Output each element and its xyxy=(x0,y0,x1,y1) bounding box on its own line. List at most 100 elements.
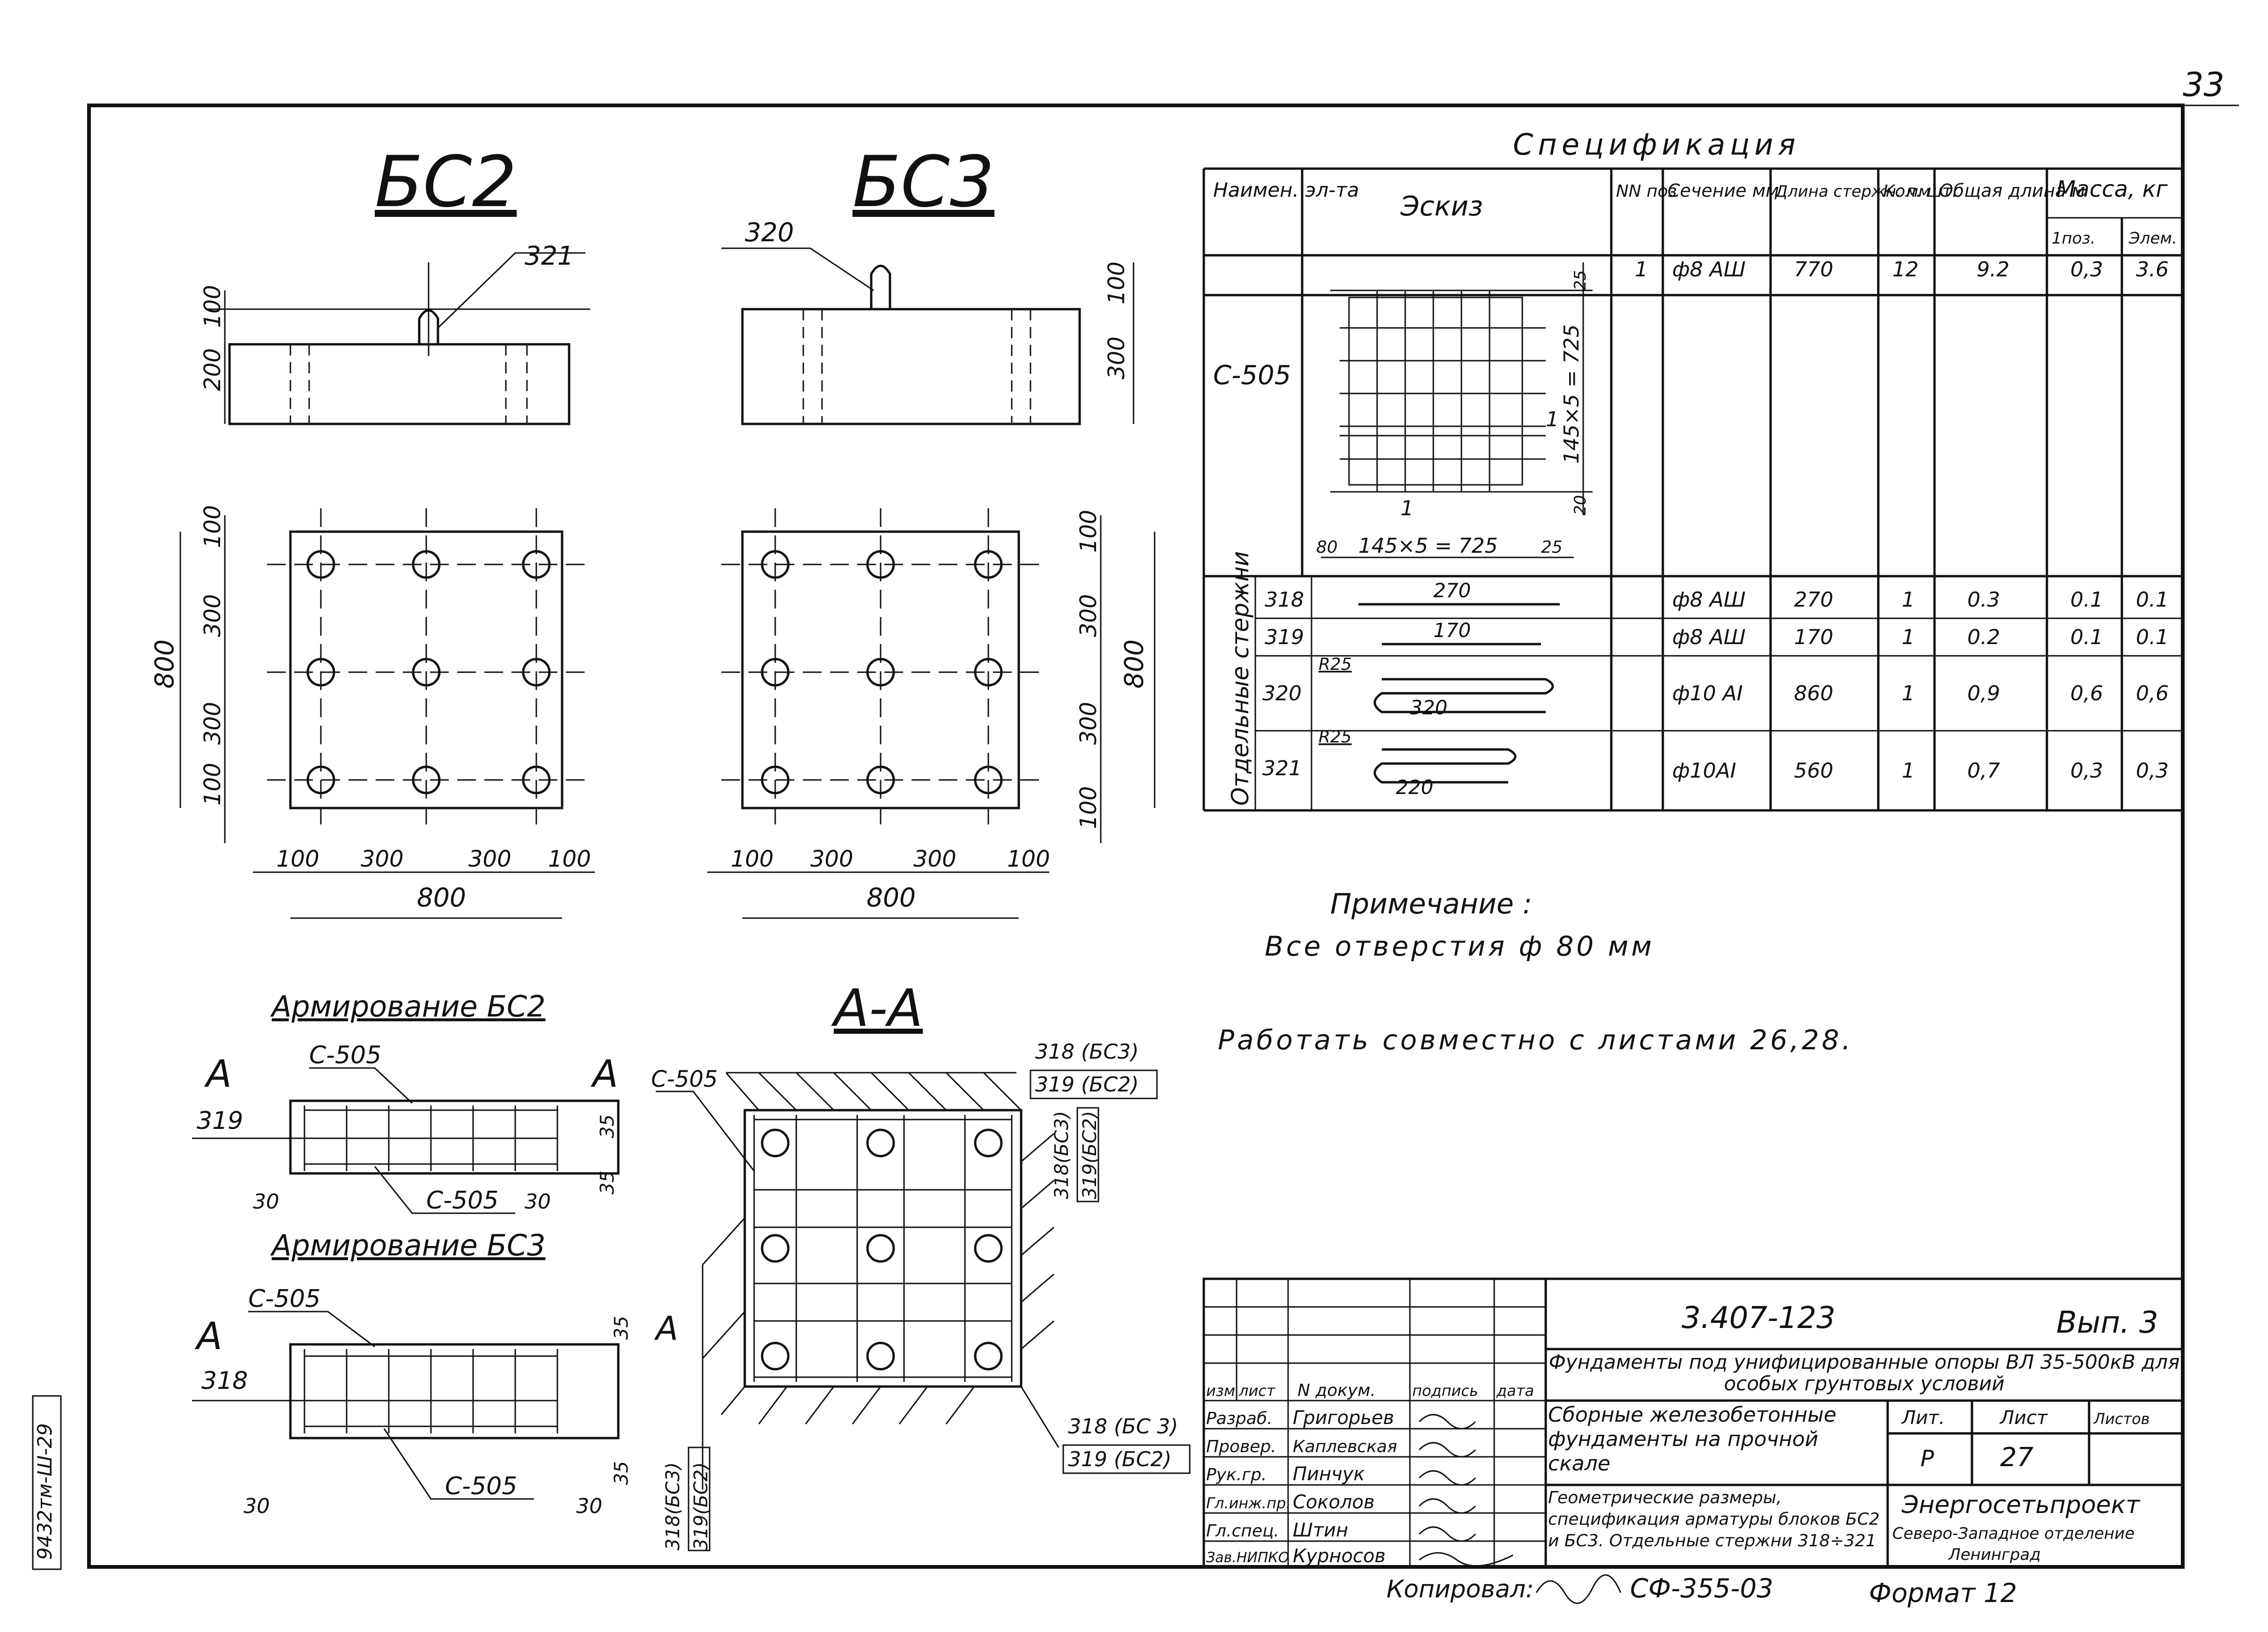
spec-title: Спецификация xyxy=(1513,127,1800,162)
svg-text:Элем.: Элем. xyxy=(2128,229,2177,248)
reinf-bs2-section-right: А xyxy=(590,1052,618,1096)
bs2-holes xyxy=(306,550,551,794)
svg-text:319: 319 xyxy=(197,1107,243,1135)
svg-text:100: 100 xyxy=(1007,846,1050,872)
svg-text:1поз.: 1поз. xyxy=(2052,229,2096,248)
svg-text:321: 321 xyxy=(1262,757,1302,780)
svg-text:R25: R25 xyxy=(1319,655,1352,674)
svg-text:270: 270 xyxy=(1433,579,1471,602)
svg-text:318 (БС3): 318 (БС3) xyxy=(1035,1040,1139,1064)
svg-text:0,7: 0,7 xyxy=(1967,759,2000,783)
section-aa-body xyxy=(743,1109,1023,1388)
svg-text:0,9: 0,9 xyxy=(1967,682,2000,705)
svg-text:С-505: С-505 xyxy=(426,1187,498,1215)
reinf-bs2-title: Армирование БС2 xyxy=(270,989,546,1024)
svg-text:0.3: 0.3 xyxy=(1967,588,2000,612)
svg-text:С-505: С-505 xyxy=(248,1285,320,1313)
svg-text:318 (БС 3): 318 (БС 3) xyxy=(1068,1415,1178,1439)
svg-text:318: 318 xyxy=(1265,588,1304,612)
title-code: 3.407-123 xyxy=(1682,1301,1835,1335)
svg-text:220: 220 xyxy=(1396,776,1433,799)
svg-text:318(БС3): 318(БС3) xyxy=(1051,1111,1073,1199)
svg-text:100: 100 xyxy=(200,505,226,548)
svg-text:170: 170 xyxy=(1794,625,1833,649)
svg-text:Пинчук: Пинчук xyxy=(1293,1463,1365,1485)
svg-text:подпись: подпись xyxy=(1412,1382,1478,1400)
svg-text:0.2: 0.2 xyxy=(1967,625,2000,649)
section-aa-title: А-А xyxy=(831,978,923,1038)
spec-group-label: Отдельные стержни xyxy=(1227,551,1254,806)
svg-text:25: 25 xyxy=(1541,538,1563,557)
svg-text:100: 100 xyxy=(1104,261,1130,304)
footer-copied: Копировал: xyxy=(1386,1575,1534,1603)
svg-text:80: 80 xyxy=(1316,538,1338,557)
svg-text:300: 300 xyxy=(1075,702,1102,745)
svg-text:Штин: Штин xyxy=(1293,1520,1348,1541)
drawing-subtitle: Сборные железобетонные фундаменты на про… xyxy=(1548,1403,1837,1476)
svg-text:Кол. шт.: Кол. шт. xyxy=(1883,182,1957,201)
svg-text:0.1: 0.1 xyxy=(2136,625,2169,649)
svg-text:С-505: С-505 xyxy=(309,1041,381,1069)
reinf-bs3-body xyxy=(289,1343,620,1439)
svg-text:319(БС2): 319(БС2) xyxy=(1079,1111,1101,1199)
svg-text:Провер.: Провер. xyxy=(1206,1437,1276,1456)
footer-format: Формат 12 xyxy=(1869,1578,2017,1609)
svg-text:320: 320 xyxy=(1262,682,1302,705)
svg-text:560: 560 xyxy=(1794,759,1833,783)
svg-text:30: 30 xyxy=(253,1190,279,1214)
svg-text:N докум.: N докум. xyxy=(1297,1381,1376,1400)
svg-text:1: 1 xyxy=(1546,408,1559,431)
project-title: Фундаменты под унифицированные опоры ВЛ … xyxy=(1549,1351,2180,1395)
svg-text:ф8 АШ: ф8 АШ xyxy=(1672,625,1746,649)
svg-text:0.1: 0.1 xyxy=(2070,625,2103,649)
svg-text:800: 800 xyxy=(867,883,916,912)
svg-text:320: 320 xyxy=(1410,696,1447,719)
svg-text:ф8 АШ: ф8 АШ xyxy=(1672,258,1746,282)
svg-text:Сечение мм: Сечение мм xyxy=(1668,180,1779,201)
svg-text:1: 1 xyxy=(1902,625,1915,649)
svg-text:0,3: 0,3 xyxy=(2070,258,2103,282)
svg-text:30: 30 xyxy=(576,1494,602,1518)
svg-text:0.1: 0.1 xyxy=(2070,588,2103,612)
svg-text:145×5 = 725: 145×5 = 725 xyxy=(1560,324,1584,464)
svg-text:Лист: Лист xyxy=(1999,1407,2048,1429)
svg-text:Разраб.: Разраб. xyxy=(1206,1409,1272,1428)
svg-text:0,6: 0,6 xyxy=(2070,682,2103,705)
svg-text:100: 100 xyxy=(276,846,319,872)
reinf-bs2-section-left: А xyxy=(204,1052,232,1096)
svg-text:100: 100 xyxy=(548,846,591,872)
svg-text:35: 35 xyxy=(597,1114,618,1138)
svg-text:1: 1 xyxy=(1635,258,1648,282)
bs3-title: БС3 xyxy=(852,141,994,223)
bs2-marker: 321 xyxy=(525,241,574,271)
svg-text:145×5 = 725: 145×5 = 725 xyxy=(1358,534,1498,558)
sheet-number: 27 xyxy=(2000,1442,2034,1473)
svg-text:300: 300 xyxy=(810,846,853,872)
reinf-bs3-title: Армирование БС3 xyxy=(270,1228,546,1262)
svg-text:300: 300 xyxy=(468,846,511,872)
svg-text:300: 300 xyxy=(1104,336,1130,379)
svg-text:12: 12 xyxy=(1892,258,1919,282)
svg-text:дата: дата xyxy=(1496,1382,1534,1400)
reinf-bs3-section-right: А xyxy=(654,1309,678,1348)
svg-text:ф10 АI: ф10 АI xyxy=(1672,682,1743,705)
svg-text:860: 860 xyxy=(1794,682,1833,705)
svg-text:1: 1 xyxy=(1902,588,1915,612)
svg-text:1: 1 xyxy=(1902,682,1915,705)
sheet-description: Геометрические размеры, спецификация арм… xyxy=(1548,1488,1880,1550)
svg-text:Наимен. эл-та: Наимен. эл-та xyxy=(1213,178,1359,201)
svg-text:300: 300 xyxy=(913,846,956,872)
svg-text:270: 270 xyxy=(1794,588,1833,612)
svg-text:318: 318 xyxy=(201,1367,248,1395)
svg-text:170: 170 xyxy=(1433,619,1471,642)
svg-text:Гл.спец.: Гл.спец. xyxy=(1206,1521,1279,1541)
svg-text:100: 100 xyxy=(1075,510,1102,553)
svg-text:800: 800 xyxy=(1119,639,1149,689)
svg-text:770: 770 xyxy=(1794,258,1833,282)
title-issue: Вып. 3 xyxy=(2056,1306,2158,1340)
footer-code: СФ-355-03 xyxy=(1630,1573,1773,1604)
svg-text:R25: R25 xyxy=(1319,727,1352,747)
svg-text:Рук.гр.: Рук.гр. xyxy=(1206,1465,1267,1484)
left-stamp: 9432тм-Ш-29 xyxy=(33,1423,56,1560)
svg-text:800: 800 xyxy=(417,883,466,912)
